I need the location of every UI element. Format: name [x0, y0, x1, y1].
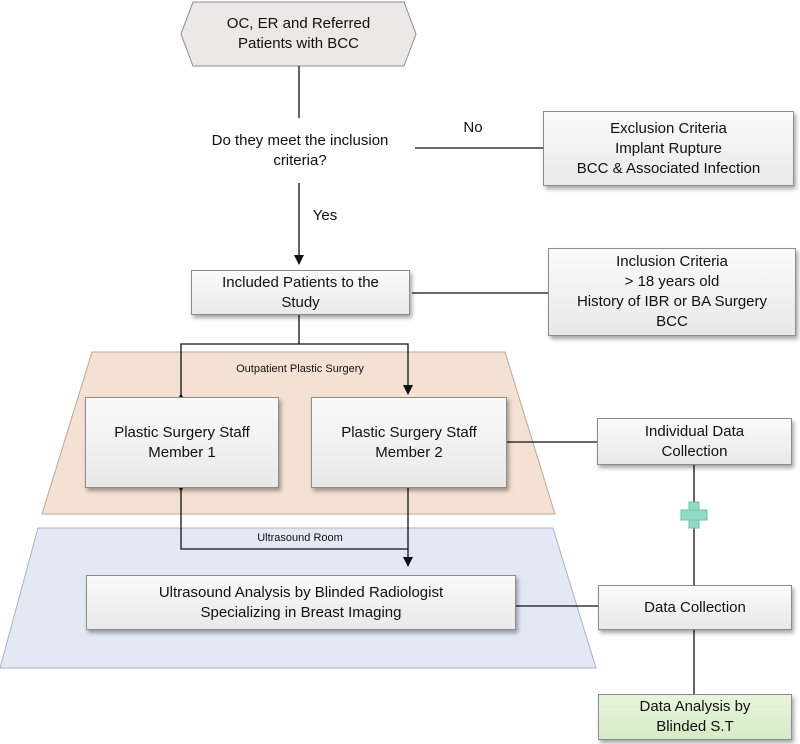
decision-question: Do they meet the inclusion criteria? — [185, 118, 415, 183]
exclusion-criteria-box: Exclusion Criteria Implant Rupture BCC &… — [543, 111, 794, 186]
ultrasound-loop-arrows — [181, 487, 408, 566]
data-analysis-box: Data Analysis by Blinded S.T — [598, 694, 792, 740]
plus-icon — [680, 501, 708, 529]
included-patients-box: Included Patients to the Study — [191, 270, 410, 315]
inclusion-criteria-box: Inclusion Criteria > 18 years old Histor… — [548, 248, 796, 336]
outpatient-zone-label: Outpatient Plastic Surgery — [236, 363, 364, 375]
staff-member-1-box: Plastic Surgery Staff Member 1 — [85, 397, 279, 488]
data-collection-box: Data Collection — [598, 585, 792, 630]
no-label: No — [463, 119, 483, 136]
staff-member-2-box: Plastic Surgery Staff Member 2 — [311, 397, 507, 488]
start-node: OC, ER and Referred Patients with BCC — [226, 15, 371, 52]
split-to-staff-arrows — [176, 343, 413, 403]
ultrasound-analysis-box: Ultrasound Analysis by Blinded Radiologi… — [86, 575, 516, 630]
yes-label: Yes — [312, 207, 338, 224]
ultrasound-zone-label: Ultrasound Room — [257, 532, 343, 544]
start-node-shape — [180, 1, 417, 67]
individual-data-collection-box: Individual Data Collection — [597, 418, 792, 465]
